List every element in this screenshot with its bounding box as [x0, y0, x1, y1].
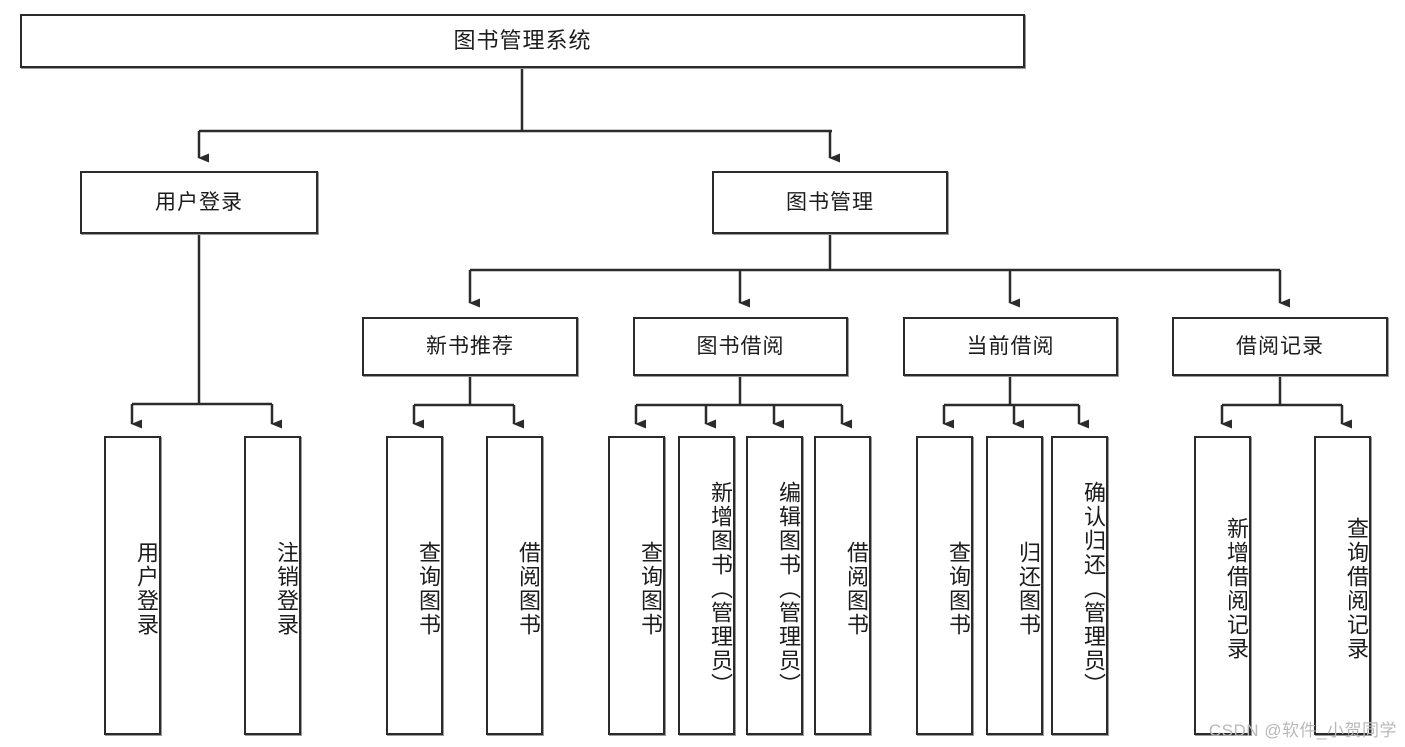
node-current-borrowing[interactable]: 当前借阅 [903, 317, 1118, 376]
node-leaf-recommend-borrow-book-label: 借阅图书 [516, 540, 541, 637]
node-current-borrowing-label: 当前借阅 [966, 334, 1055, 358]
node-user-login-label: 用户登录 [155, 190, 243, 214]
node-borrowing-record[interactable]: 借阅记录 [1172, 317, 1388, 376]
node-borrowing-record-label: 借阅记录 [1236, 334, 1324, 358]
node-leaf-current-confirm-return[interactable]: 确认归还（管理员） [1051, 436, 1108, 735]
node-book-management[interactable]: 图书管理 [712, 171, 948, 234]
node-leaf-borrow-query-book[interactable]: 查询图书 [608, 436, 665, 735]
node-root-system[interactable]: 图书管理系统 [20, 14, 1025, 68]
node-leaf-current-return-book[interactable]: 归还图书 [986, 436, 1043, 735]
node-root-system-label: 图书管理系统 [453, 27, 592, 53]
node-leaf-current-return-book-label: 归还图书 [1016, 540, 1041, 637]
node-book-management-label: 图书管理 [786, 190, 874, 214]
node-leaf-user-logout[interactable]: 注销登录 [244, 436, 301, 735]
node-leaf-user-logout-label: 注销登录 [274, 540, 299, 637]
node-leaf-recommend-query-book-label: 查询图书 [416, 540, 441, 637]
node-leaf-borrow-do-borrow-label: 借阅图书 [844, 540, 869, 637]
node-user-login[interactable]: 用户登录 [80, 171, 318, 234]
node-new-book-recommendation[interactable]: 新书推荐 [362, 317, 578, 376]
node-book-borrowing[interactable]: 图书借阅 [633, 317, 848, 376]
node-leaf-user-login-label: 用户登录 [134, 540, 159, 637]
node-leaf-recommend-query-book[interactable]: 查询图书 [386, 436, 443, 735]
node-leaf-record-add[interactable]: 新增借阅记录 [1194, 436, 1251, 735]
node-leaf-current-query-book[interactable]: 查询图书 [916, 436, 973, 735]
node-leaf-record-search[interactable]: 查询借阅记录 [1314, 436, 1371, 735]
node-new-book-recommendation-label: 新书推荐 [426, 334, 514, 358]
node-leaf-current-query-book-label: 查询图书 [946, 540, 971, 637]
node-leaf-user-login[interactable]: 用户登录 [104, 436, 161, 735]
node-leaf-borrow-add-book[interactable]: 新增图书（管理员） [678, 436, 735, 735]
node-leaf-borrow-query-book-label: 查询图书 [638, 540, 663, 637]
node-leaf-record-add-label: 新增借阅记录 [1224, 516, 1249, 661]
node-leaf-record-search-label: 查询借阅记录 [1344, 516, 1369, 661]
node-leaf-current-confirm-return-label: 确认归还（管理员） [1081, 480, 1106, 697]
node-book-borrowing-label: 图书借阅 [696, 334, 785, 358]
node-leaf-borrow-do-borrow[interactable]: 借阅图书 [814, 436, 871, 735]
node-leaf-recommend-borrow-book[interactable]: 借阅图书 [486, 436, 543, 735]
csdn-watermark: CSDN @软件_小贺同学 [1208, 721, 1397, 740]
node-leaf-borrow-edit-book-label: 编辑图书（管理员） [776, 480, 801, 697]
node-leaf-borrow-edit-book[interactable]: 编辑图书（管理员） [746, 436, 803, 735]
node-leaf-borrow-add-book-label: 新增图书（管理员） [708, 480, 733, 697]
